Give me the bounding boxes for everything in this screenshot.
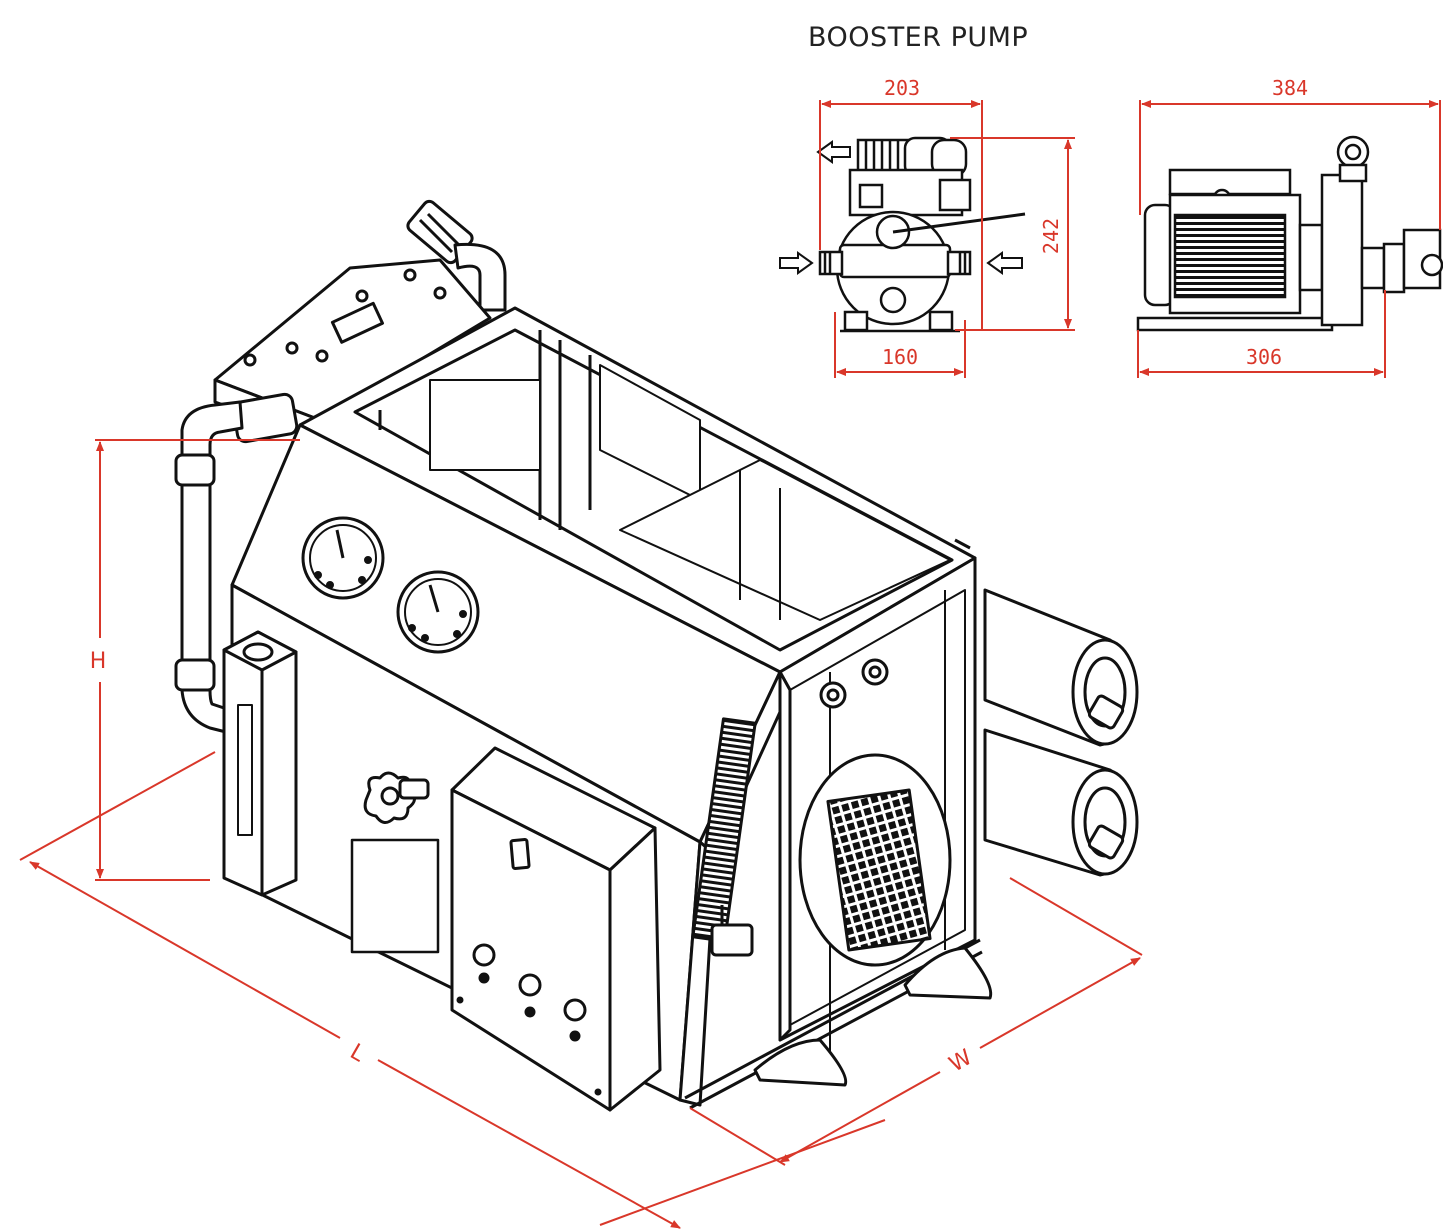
- dim-384: 384: [1272, 76, 1308, 100]
- foot: [903, 946, 993, 1000]
- control-box: [450, 746, 662, 1112]
- membrane-housing: [983, 728, 1139, 877]
- dim-306: 306: [1246, 345, 1282, 369]
- pump-side-view: [1136, 135, 1443, 332]
- dim-160: 160: [882, 345, 918, 369]
- dim-H: H: [90, 649, 107, 674]
- access-plate: [350, 838, 440, 954]
- dimension-lines: [19, 100, 1441, 1229]
- dim-203: 203: [884, 76, 920, 100]
- motor: [710, 753, 952, 967]
- flowmeter: [222, 630, 298, 897]
- main-unit: [174, 199, 1139, 1112]
- dim-W: W: [945, 1045, 977, 1078]
- pump-front-view: [818, 136, 1026, 333]
- valve-knob: [363, 771, 430, 824]
- pressure-gauge: [301, 516, 385, 600]
- pressure-gauge: [396, 570, 480, 654]
- dim-L: L: [346, 1039, 370, 1067]
- foot: [753, 1038, 848, 1087]
- dim-242: 242: [1039, 218, 1063, 254]
- dimension-labels: 203 160 242 384 306 H L W: [90, 76, 1308, 1078]
- flow-arrows: [779, 140, 1023, 275]
- membrane-housing: [983, 588, 1139, 747]
- diagram-title: BOOSTER PUMP: [808, 22, 1029, 53]
